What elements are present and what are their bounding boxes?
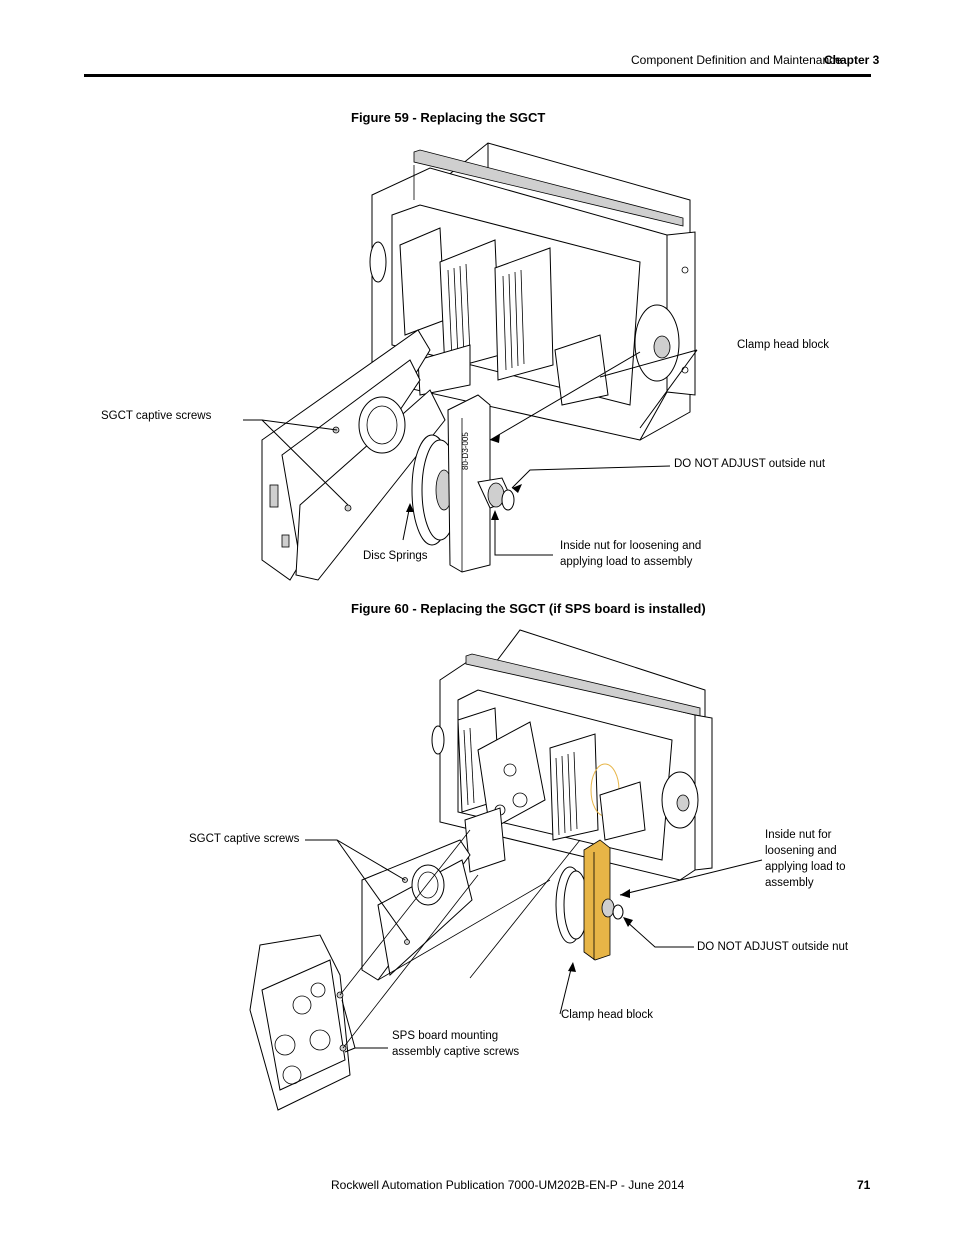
fig59-label-sgct-captive-screws: SGCT captive screws — [101, 410, 212, 422]
fig59-label-do-not-adjust: DO NOT ADJUST outside nut — [674, 458, 826, 470]
header-section-title: Component Definition and Maintenance — [631, 53, 842, 67]
figure-59-title: Figure 59 - Replacing the SGCT — [351, 110, 546, 125]
fig60-label-inside-nut: Inside nut for loosening and applying lo… — [765, 827, 846, 891]
header-chapter: Chapter 3 — [824, 53, 880, 67]
fig60-label-inside-nut-line1: Inside nut for — [765, 829, 832, 841]
fig59-label-inside-nut-line2: applying load to assembly — [560, 556, 693, 568]
fig60-label-clamp-head-block: Clamp head block — [561, 1009, 654, 1021]
figure-60-title: Figure 60 - Replacing the SGCT (if SPS b… — [351, 601, 706, 616]
fig59-label-disc-springs: Disc Springs — [363, 550, 428, 562]
fig59-label-inside-nut: Inside nut for loosening and applying lo… — [560, 538, 701, 570]
fig60-label-sgct-captive-screws: SGCT captive screws — [189, 833, 300, 845]
svg-text:80-D3-005: 80-D3-005 — [461, 432, 470, 470]
footer-publication: Rockwell Automation Publication 7000-UM2… — [331, 1178, 685, 1192]
fig60-label-do-not-adjust: DO NOT ADJUST outside nut — [697, 941, 849, 953]
fig59-label-clamp-head-block: Clamp head block — [737, 339, 830, 351]
fig60-label-sps-screws-line2: assembly captive screws — [392, 1046, 520, 1058]
header-rule — [84, 74, 871, 77]
footer-page-number: 71 — [857, 1178, 871, 1192]
fig60-label-inside-nut-line3: applying load to — [765, 861, 846, 873]
fig60-label-inside-nut-line4: assembly — [765, 877, 814, 889]
fig60-label-sps-screws-line1: SPS board mounting — [392, 1030, 499, 1042]
fig60-label-sps-screws: SPS board mounting assembly captive scre… — [392, 1028, 519, 1060]
fig59-label-inside-nut-line1: Inside nut for loosening and — [560, 540, 702, 552]
fig60-label-inside-nut-line2: loosening and — [765, 845, 837, 857]
